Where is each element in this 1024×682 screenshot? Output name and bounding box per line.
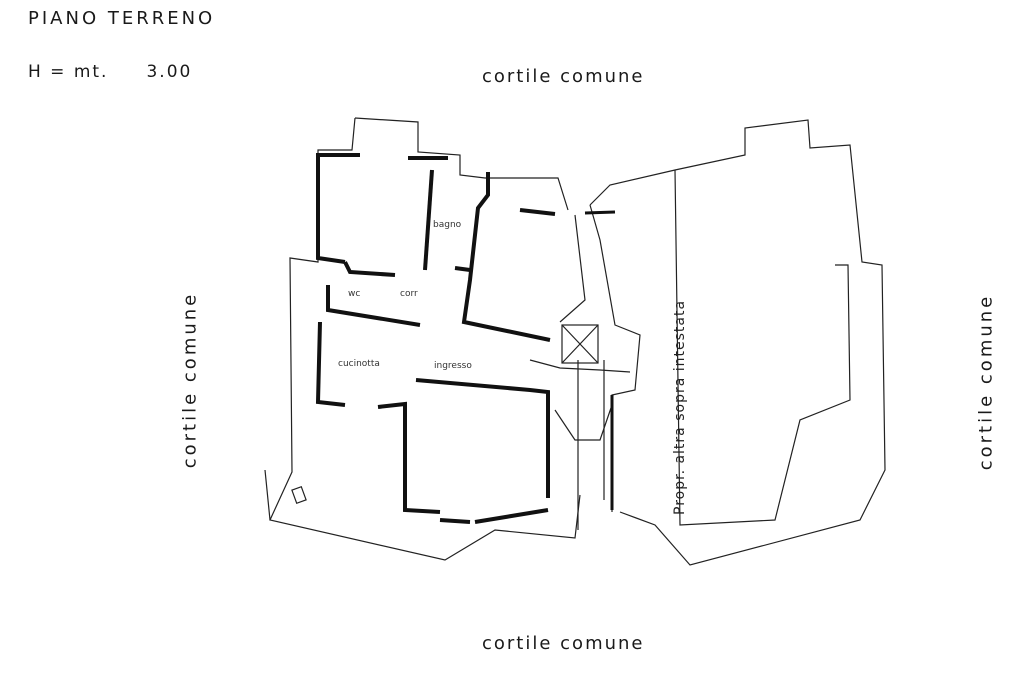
walls-right-unit bbox=[584, 210, 616, 510]
outline-right-unit bbox=[589, 119, 886, 566]
height-label: H = mt. bbox=[28, 62, 109, 82]
room-label-wc: wc bbox=[348, 289, 360, 299]
room-label-bagno: bagno bbox=[433, 220, 462, 230]
other-property-label: Propr. altra sopra intestata bbox=[672, 300, 688, 515]
walls-left-unit bbox=[315, 153, 556, 524]
courtyard-label-top: cortile comune bbox=[482, 66, 645, 87]
courtyard-label-bottom: cortile comune bbox=[482, 633, 645, 654]
ceiling-height: H = mt. 3.00 bbox=[28, 62, 192, 82]
room-label-corr: corr bbox=[400, 289, 418, 299]
column bbox=[291, 485, 307, 505]
stair-core bbox=[529, 214, 631, 530]
height-value: 3.00 bbox=[146, 62, 193, 82]
room-label-ingresso: ingresso bbox=[434, 361, 472, 371]
outline-left-unit bbox=[264, 117, 581, 561]
room-label-cucina: cucinotta bbox=[338, 359, 380, 369]
plan-title: PIANO TERRENO bbox=[28, 8, 216, 29]
